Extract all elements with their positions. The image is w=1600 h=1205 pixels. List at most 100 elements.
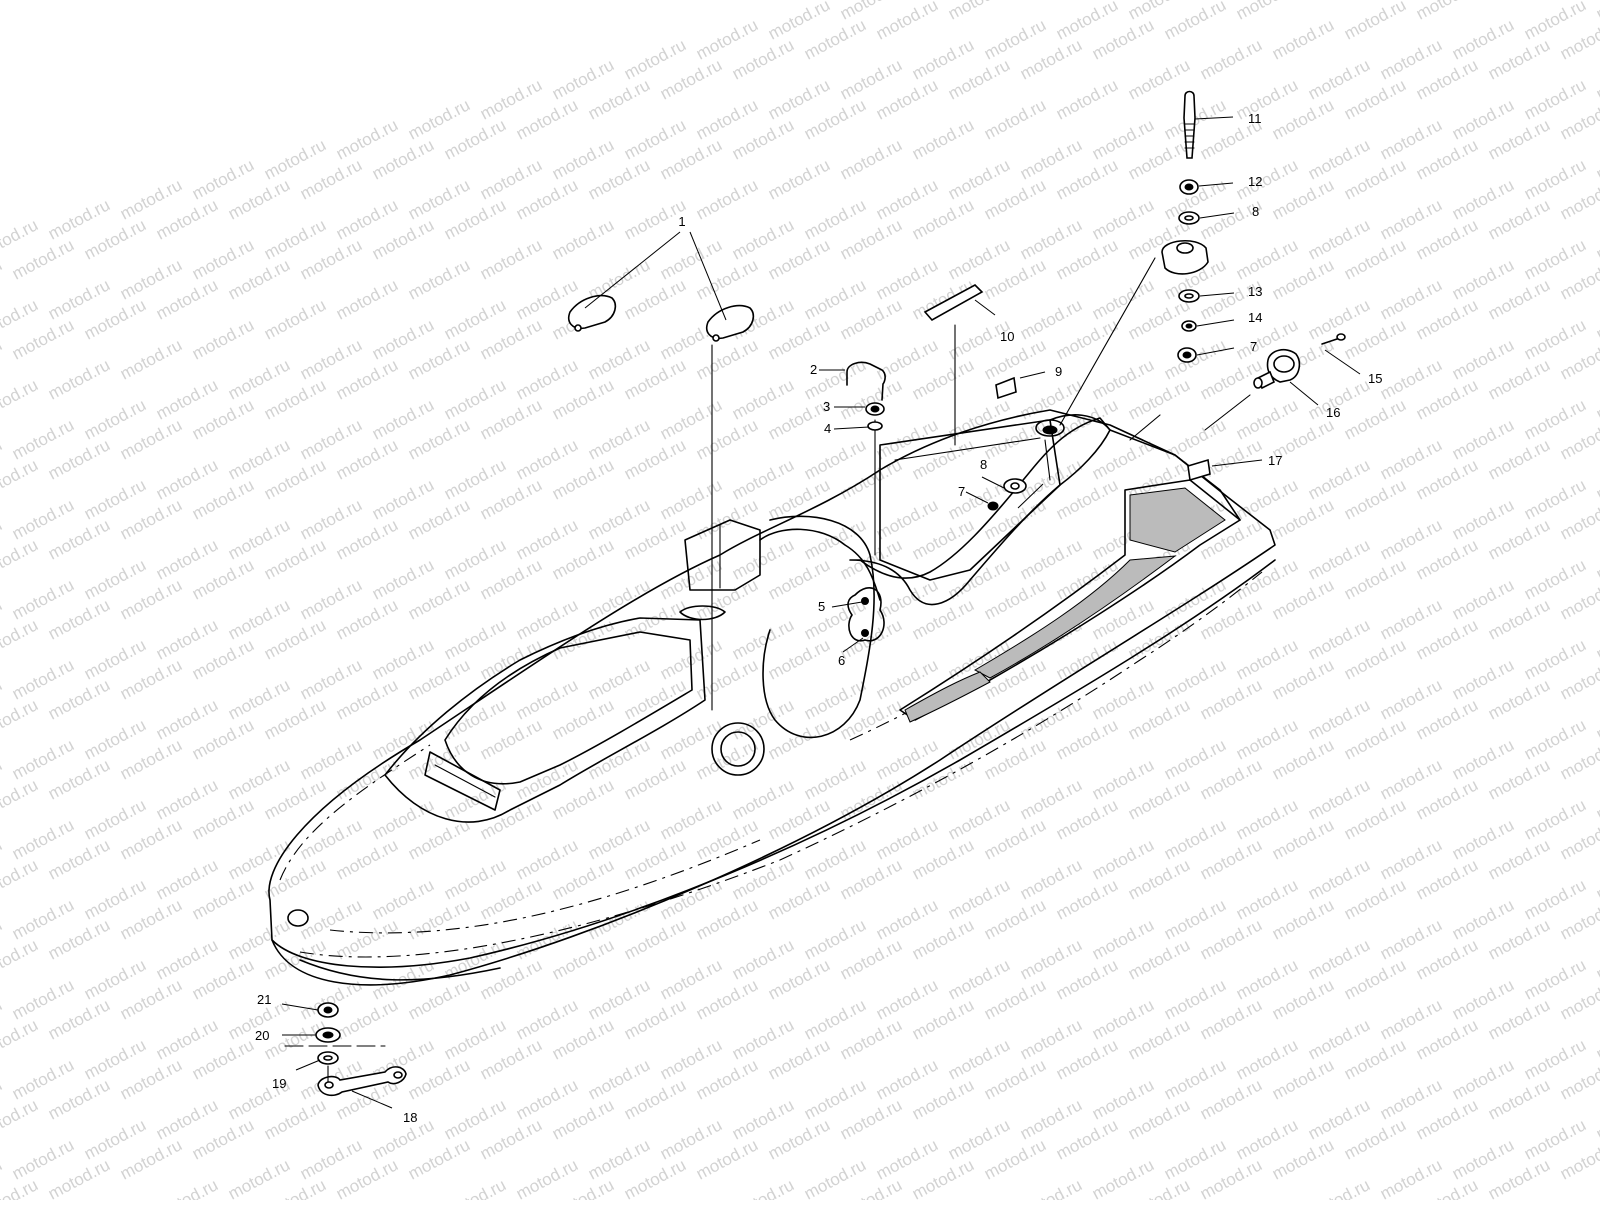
watermark-text: motod.ru [0, 775, 41, 823]
watermark-text: motod.ru [1593, 615, 1600, 663]
callout-1: 1 [678, 214, 685, 229]
watermark-text: motod.ru [1017, 1175, 1085, 1200]
watermark-text: motod.ru [0, 535, 41, 583]
callout-17: 17 [1268, 453, 1282, 468]
watermark-text: motod.ru [765, 155, 833, 203]
watermark-text: motod.ru [1125, 55, 1193, 103]
watermark-text: motod.ru [693, 175, 761, 223]
screw-part-15 [1321, 333, 1346, 345]
callout-14: 14 [1248, 310, 1262, 325]
washer-part-4 [867, 421, 883, 431]
decal-part-9 [995, 376, 1017, 400]
watermark-text: motod.ru [1593, 215, 1600, 263]
watermark-text: motod.ru [1377, 1155, 1445, 1200]
watermark-text: motod.ru [0, 335, 5, 383]
watermark-text: motod.ru [1593, 375, 1600, 423]
watermark-text: motod.ru [0, 935, 41, 983]
callout-12: 12 [1248, 174, 1262, 189]
watermark-text: motod.ru [261, 295, 329, 343]
watermark-text: motod.ru [1269, 15, 1337, 63]
watermark-text: motod.ru [513, 1155, 581, 1200]
watermark-text: motod.ru [1593, 855, 1600, 903]
watermark-text: motod.ru [1593, 775, 1600, 823]
watermark-text: motod.ru [1089, 1155, 1157, 1200]
callout-10: 10 [1000, 329, 1014, 344]
callout-16: 16 [1326, 405, 1340, 420]
callout-19: 19 [272, 1076, 286, 1091]
callout-labels: 1 2 3 4 5 6 7 8 9 10 11 12 8 13 14 7 15 … [255, 111, 1382, 1125]
watermark-text: motod.ru [909, 115, 977, 163]
hull-body [268, 324, 1276, 986]
watermark-text: motod.ru [1593, 455, 1600, 503]
watermark-text: motod.ru [1233, 0, 1301, 24]
watermark-text: motod.ru [405, 255, 473, 303]
decal-part-17 [1187, 458, 1211, 482]
watermark-text: motod.ru [0, 1015, 41, 1063]
watermark-text: motod.ru [0, 855, 41, 903]
watermark-text: motod.ru [477, 235, 545, 283]
callout-15: 15 [1368, 371, 1382, 386]
watermark-text: motod.ru [0, 255, 5, 303]
watermark-text: motod.ru [1593, 1015, 1600, 1063]
watermark-text: motod.ru [0, 695, 41, 743]
watermark-text: motod.ru [1305, 1175, 1373, 1200]
watermark-text: motod.ru [1593, 535, 1600, 583]
watermark-text: motod.ru [153, 1175, 221, 1200]
watermark-text: motod.ru [873, 0, 941, 44]
watermark-text: motod.ru [945, 0, 1013, 24]
watermark-text: motod.ru [1593, 0, 1600, 24]
watermark-text: motod.ru [0, 455, 41, 503]
callout-21: 21 [257, 992, 271, 1007]
watermark-text: motod.ru [1341, 0, 1409, 44]
watermark-text: motod.ru [1053, 75, 1121, 123]
watermark-text: motod.ru [117, 335, 185, 383]
watermark-text: motod.ru [1593, 135, 1600, 183]
callout-8-seat: 8 [980, 457, 987, 472]
watermark-text: motod.ru [729, 1175, 797, 1200]
right-stud-stack [1059, 90, 1209, 426]
watermark-text: motod.ru [333, 275, 401, 323]
watermark-text: motod.ru [549, 215, 617, 263]
watermark-text: motod.ru [981, 95, 1049, 143]
watermark-text: motod.ru [1593, 55, 1600, 103]
nut-part-7 [987, 501, 999, 511]
callout-18: 18 [403, 1110, 417, 1125]
cover-part-1 [568, 294, 755, 342]
watermark-text: motod.ru [1161, 0, 1229, 44]
watermark-text: motod.ru [1485, 0, 1553, 4]
watermark-text: motod.ru [1593, 1175, 1600, 1200]
watermark-text: motod.ru [801, 1155, 869, 1200]
callout-8-stack: 8 [1252, 204, 1259, 219]
watermark-text: motod.ru [189, 315, 257, 363]
watermark-text: motod.ru [0, 375, 41, 423]
callout-5: 5 [818, 599, 825, 614]
watermark-text: motod.ru [1593, 295, 1600, 343]
callout-3: 3 [823, 399, 830, 414]
watermark-text: motod.ru [1305, 0, 1373, 4]
watermark-text: motod.ru [0, 615, 41, 663]
watermark-text: motod.ru [1017, 0, 1085, 4]
callout-6: 6 [838, 653, 845, 668]
watermark-text: motod.ru [1593, 1095, 1600, 1143]
watermark-text: motod.ru [1593, 935, 1600, 983]
callout-7-stack: 7 [1250, 339, 1257, 354]
callout-11: 11 [1248, 111, 1262, 126]
callout-7-seat: 7 [958, 484, 965, 499]
watermark-text: motod.ru [441, 1175, 509, 1200]
callout-4: 4 [824, 421, 831, 436]
exploded-parts [284, 90, 1346, 1097]
trim-strip-part-10 [923, 284, 984, 322]
watermark-text: motod.ru [837, 135, 905, 183]
watermark-text: motod.ru [1593, 695, 1600, 743]
watermark-text: motod.ru [0, 1095, 41, 1143]
watermark-text: motod.ru [1413, 0, 1481, 24]
watermark-text: motod.ru [225, 1155, 293, 1200]
u-bolt-part-2 [846, 361, 886, 401]
callout-20: 20 [255, 1028, 269, 1043]
callout-leaders [281, 116, 1361, 1109]
callout-13: 13 [1248, 284, 1262, 299]
cap-part-16 [1253, 348, 1301, 390]
